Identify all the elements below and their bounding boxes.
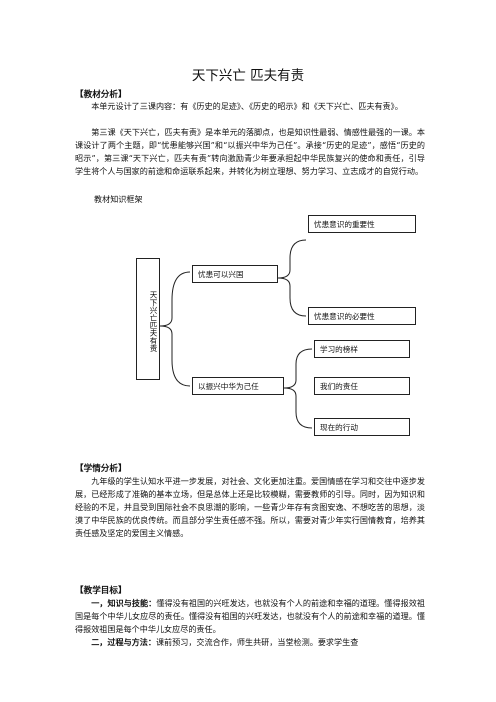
goal-2: 二，过程与方法：课前预习，交流合作，师生共研，当堂检测。要求学生查	[75, 636, 425, 649]
material-paragraph-2: 第三课《天下兴亡，匹夫有责》是本单元的落脚点，也是知识性最弱、情感性最强的一课。…	[75, 127, 425, 176]
goal-2-text: 课前预习，交流合作，师生共研，当堂检测。要求学生查	[155, 637, 359, 647]
goal-2-label: 二，过程与方法：	[91, 637, 156, 647]
students-paragraph: 九年级的学生认知水平进一步发展，对社会、文化更加注重。爱国情感在学习和交往中逐步…	[75, 476, 425, 538]
diagram-node-2-3: 现在的行动	[314, 418, 410, 436]
goal-1-text: 懂得没有祖国的兴旺发达，也就没有个人的前途和幸福的道理。懂得报效祖国是每个中华儿…	[75, 598, 425, 634]
diagram-branch-2: 以振兴中华为己任	[192, 377, 284, 395]
students-heading: 【学情分析】	[75, 464, 127, 474]
material-heading: 【教材分析】	[75, 90, 127, 100]
document-title: 天下兴亡 匹夫有责	[191, 68, 305, 84]
goal-1-label: 一，知识与技能：	[91, 598, 157, 608]
goals-heading: 【教学目标】	[75, 586, 127, 596]
diagram-root: 天下兴亡匹夫有责	[136, 258, 160, 380]
diagram-node-1-2: 忧患意识的必要性	[308, 307, 416, 325]
diagram-node-2-1: 学习的榜样	[314, 340, 410, 358]
diagram-node-1-1: 忧患意识的重要性	[308, 215, 416, 233]
diagram-node-2-2: 我们的责任	[314, 377, 410, 395]
diagram-branch-1: 忧患可以兴国	[192, 265, 278, 283]
material-paragraph-1: 本单元设计了三课内容：有《历史的足迹》、《历史的昭示》和《天下兴亡、匹夫有责》。	[91, 101, 403, 111]
goal-1: 一，知识与技能：懂得没有祖国的兴旺发达，也就没有个人的前途和幸福的道理。懂得报效…	[75, 597, 425, 636]
diagram-caption: 教材知识框架	[94, 194, 143, 204]
